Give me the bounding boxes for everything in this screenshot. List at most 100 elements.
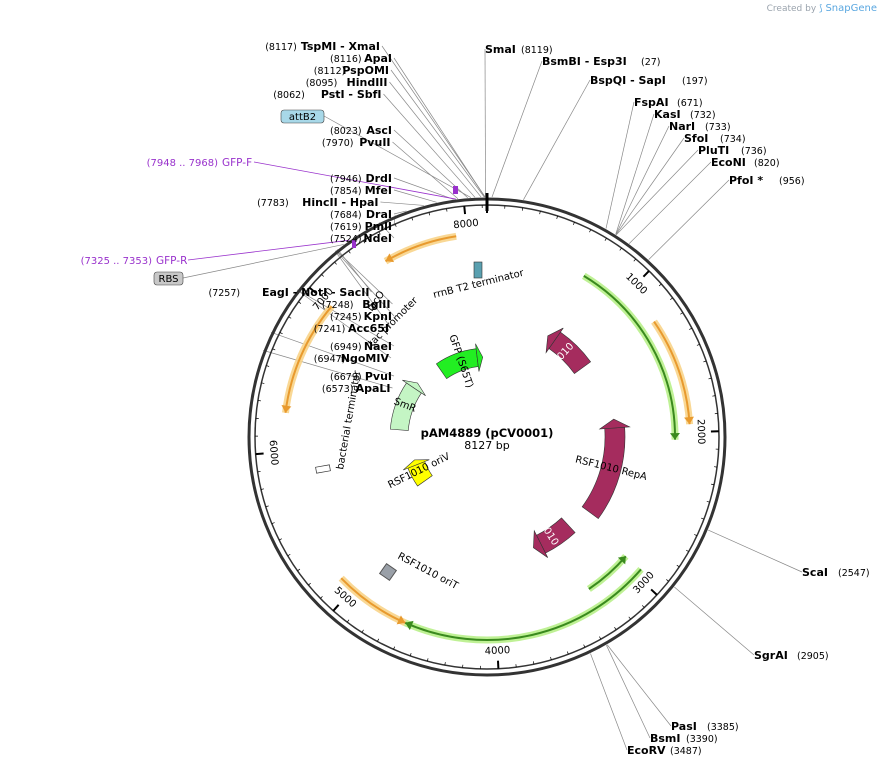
enzyme-name: EcoRV	[627, 744, 666, 757]
enzyme-leader	[708, 529, 803, 573]
enzyme-name: NgoMIV	[341, 352, 390, 365]
minor-tick	[348, 250, 351, 254]
minor-tick	[394, 223, 397, 227]
enzyme-position: (956)	[779, 176, 805, 187]
minor-tick	[566, 651, 569, 655]
enzyme-leader	[263, 350, 393, 389]
enzyme-name: HindIII	[347, 76, 388, 89]
enzyme-leader	[393, 189, 437, 203]
minor-tick	[706, 500, 710, 503]
enzyme-leader	[389, 81, 482, 198]
enzyme-leader	[383, 93, 476, 198]
minor-tick	[308, 582, 311, 586]
enzyme-position: (7970)	[322, 138, 354, 149]
enzyme-leader	[296, 289, 392, 359]
minor-tick	[633, 258, 636, 262]
minor-tick	[260, 488, 265, 490]
enzyme-leader-lines	[182, 45, 803, 751]
minor-tick	[409, 652, 412, 657]
tick-label: 2000	[695, 419, 707, 445]
enzyme-position: (7245)	[330, 312, 362, 323]
enzyme-position: (8117)	[265, 42, 297, 53]
orf-arrowhead	[617, 556, 626, 565]
enzyme-leader	[484, 48, 486, 198]
feature-head	[402, 379, 426, 397]
minor-tick	[346, 619, 350, 623]
minor-tick	[676, 564, 680, 568]
orf-arrowhead	[396, 615, 406, 625]
boxed-label-text: attB2	[289, 112, 316, 123]
enzyme-position: (197)	[682, 76, 708, 87]
enzyme-position: (6573)	[322, 384, 354, 395]
minor-tick	[589, 229, 592, 233]
boxed-label-leader	[323, 115, 472, 198]
minor-tick	[711, 483, 715, 486]
minor-tick	[444, 662, 446, 666]
orf-arrowhead	[669, 433, 680, 440]
minor-tick	[265, 505, 269, 508]
minor-tick	[604, 237, 607, 241]
enzyme-position: (3487)	[670, 746, 702, 757]
enzyme-leader	[335, 250, 395, 317]
minor-tick	[363, 240, 366, 244]
minor-tick	[266, 365, 270, 367]
minor-tick	[279, 332, 283, 335]
enzyme-name: SgrAI	[754, 649, 788, 662]
enzyme-name: EcoNI	[711, 156, 746, 169]
feature-body	[581, 426, 626, 520]
enzyme-position: (736)	[741, 146, 767, 157]
enzyme-position: (7257)	[209, 288, 241, 299]
feature-head	[545, 327, 564, 354]
minor-tick	[670, 297, 673, 300]
boxed-label-leader	[182, 244, 344, 279]
enzyme-position: (8023)	[330, 126, 362, 137]
enzyme-name: FspAI	[634, 96, 669, 109]
enzyme-leader	[606, 644, 672, 727]
minor-tick	[271, 522, 275, 525]
minor-tick	[685, 549, 689, 552]
enzyme-position: (3385)	[707, 722, 739, 733]
enzyme-leader	[615, 113, 655, 235]
enzyme-leader	[590, 653, 628, 751]
minor-tick	[428, 212, 431, 216]
enzyme-name: TspMI - XmaI	[301, 40, 380, 53]
enzyme-leader	[393, 210, 407, 215]
brand-prefix: Created by	[766, 4, 817, 14]
minor-tick	[426, 658, 429, 662]
enzyme-position: (8062)	[273, 90, 305, 101]
orf-arrowhead	[281, 405, 292, 413]
enzyme-name: MfeI	[365, 184, 392, 197]
minor-tick	[619, 247, 622, 251]
feature-body	[548, 331, 592, 375]
feature-head	[403, 459, 430, 471]
enzyme-leader	[615, 125, 670, 235]
enzyme-name: PmlI	[365, 220, 392, 233]
enzyme-position: (820)	[754, 158, 780, 169]
minor-tick	[696, 343, 700, 346]
brand-product: SnapGene	[825, 3, 877, 14]
enzyme-position: (7248)	[322, 300, 354, 311]
minor-tick	[556, 215, 558, 219]
enzyme-name: BglII	[362, 298, 390, 311]
major-tick	[463, 206, 467, 215]
enzyme-position: (2547)	[838, 568, 870, 579]
major-tick	[255, 452, 264, 456]
enzyme-leader	[628, 161, 712, 244]
orf-arc	[284, 305, 333, 413]
enzyme-leader	[335, 250, 393, 305]
enzyme-name: ApaLI	[356, 382, 391, 395]
orf-arrowhead	[684, 416, 695, 425]
feature-label-orit: RSF1010 oriT	[396, 551, 461, 592]
snapgene-brand: Created by ⟆ SnapGene	[767, 3, 877, 14]
enzyme-leader	[334, 250, 392, 329]
plasmid-name: pAM4889 (pCV0001)	[421, 426, 554, 440]
enzyme-name: PvuII	[359, 136, 390, 149]
enzyme-name: PspOMI	[342, 64, 389, 77]
gfp-r-primer-mark	[352, 240, 356, 248]
feature-head	[533, 529, 548, 558]
enzyme-leader	[605, 101, 635, 229]
minor-tick	[287, 553, 291, 557]
orf-arc	[404, 568, 642, 642]
enzyme-position: (2905)	[797, 651, 829, 662]
enzyme-leader	[381, 45, 486, 198]
